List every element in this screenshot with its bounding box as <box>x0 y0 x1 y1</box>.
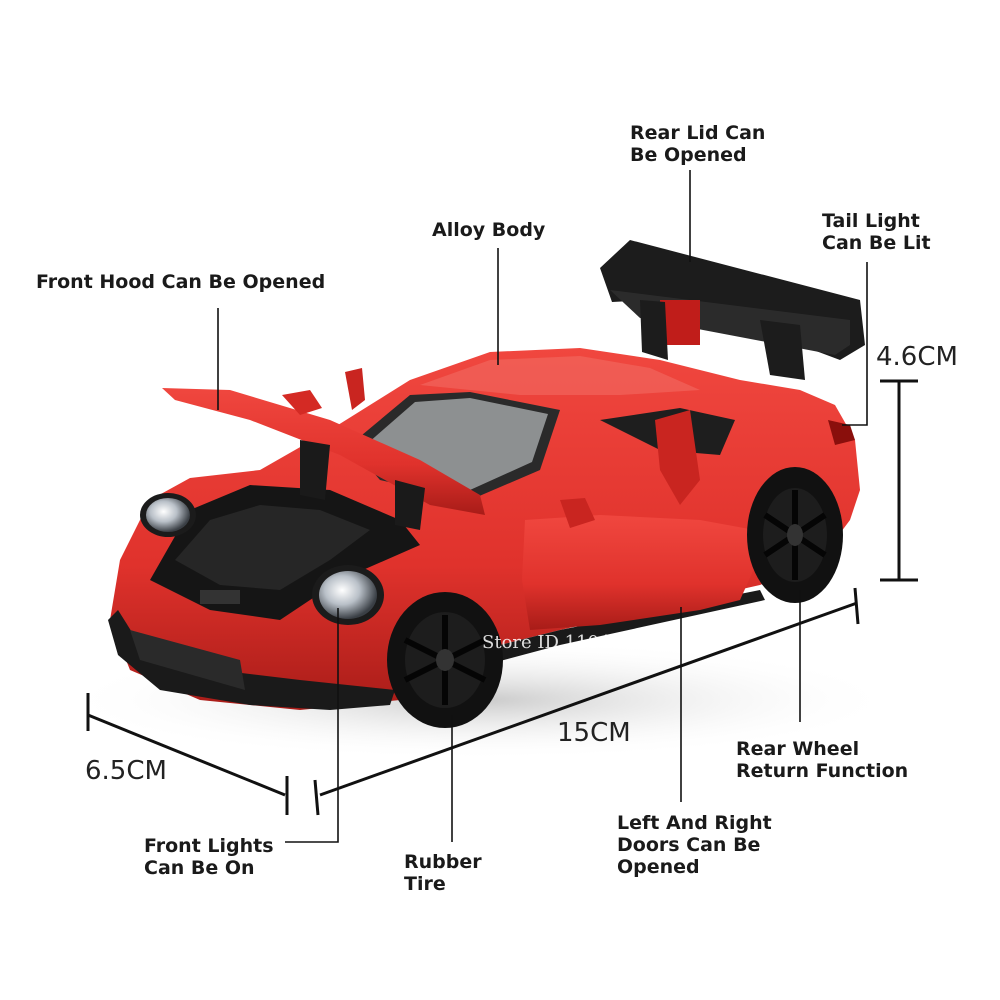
label-alloy-body: Alloy Body <box>432 219 545 241</box>
label-front-hood: Front Hood Can Be Opened <box>36 271 325 293</box>
label-doors-line-3: Opened <box>617 856 700 878</box>
left-mirror <box>282 390 322 415</box>
leader-lines <box>217 170 868 843</box>
far-door <box>655 410 700 505</box>
length-dimension <box>313 587 860 816</box>
label-front-lights-line-2: Can Be On <box>144 857 255 879</box>
length-value: 15CM <box>557 718 631 748</box>
rear-wing <box>600 240 865 380</box>
engine-bay <box>150 485 420 620</box>
label-rear-wheel-line-1: Rear Wheel <box>736 738 860 760</box>
headlight-left <box>140 493 196 537</box>
label-doors-line-1: Left And Right <box>617 812 772 834</box>
leader-tail-light <box>842 262 868 426</box>
label-alloy-body-line-1: Alloy Body <box>432 219 546 241</box>
rear-wheel <box>747 467 843 603</box>
label-tail-light: Tail Light Can Be Lit <box>822 210 931 254</box>
label-front-hood-line-1: Front Hood Can Be Opened <box>36 271 326 293</box>
store-watermark: Store ID 1104069607 <box>482 632 680 653</box>
label-rubber-tire-line-1: Rubber <box>404 851 482 873</box>
height-dimension <box>880 379 918 582</box>
far-mirror <box>345 368 365 410</box>
label-doors: Left And Right Doors Can Be Opened <box>617 812 772 878</box>
tail-light <box>828 420 855 445</box>
label-doors-line-2: Doors Can Be <box>617 834 761 856</box>
label-front-lights: Front Lights Can Be On <box>144 835 274 879</box>
label-rear-wheel: Rear Wheel Return Function <box>736 738 908 782</box>
label-rubber-tire: Rubber Tire <box>404 851 482 895</box>
open-hood <box>162 388 485 530</box>
label-rear-lid-line-2: Be Opened <box>630 144 747 166</box>
label-rubber-tire-line-2: Tire <box>404 873 446 895</box>
label-tail-light-line-1: Tail Light <box>822 210 920 232</box>
front-wheel <box>387 592 503 728</box>
label-tail-light-line-2: Can Be Lit <box>822 232 931 254</box>
width-dimension <box>86 693 289 815</box>
label-rear-lid-line-1: Rear Lid Can <box>630 122 766 144</box>
width-value: 6.5CM <box>85 756 167 786</box>
label-rear-lid: Rear Lid Can Be Opened <box>630 122 765 166</box>
leader-front-lights <box>285 608 339 843</box>
open-door <box>522 498 758 630</box>
headlight-right <box>312 565 384 625</box>
label-front-lights-line-1: Front Lights <box>144 835 274 857</box>
height-value: 4.6CM <box>876 342 958 372</box>
label-rear-wheel-line-2: Return Function <box>736 760 909 782</box>
